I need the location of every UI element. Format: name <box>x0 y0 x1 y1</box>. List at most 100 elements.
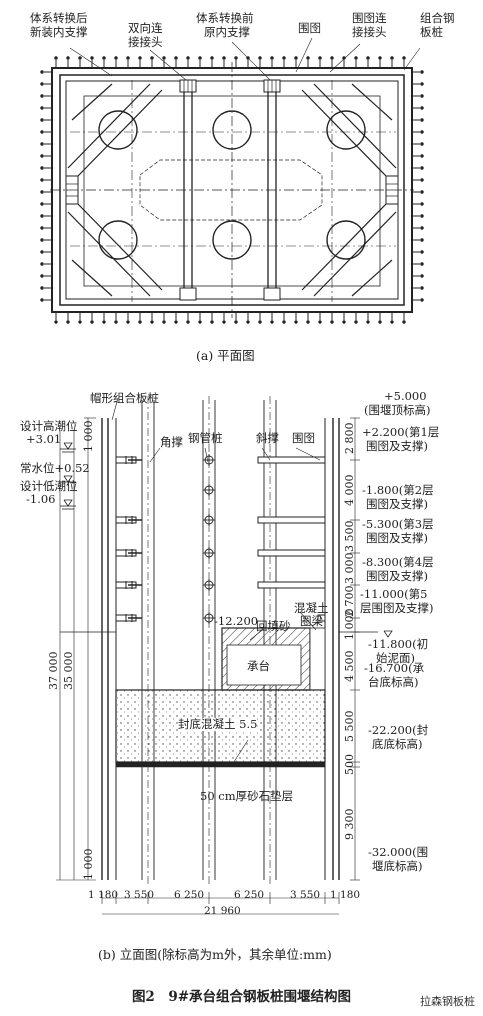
pile-tick-dot <box>102 320 106 324</box>
pile-tick-dot <box>420 202 424 206</box>
pile-tick-dot <box>294 320 298 324</box>
pile-tick-dot <box>420 70 424 74</box>
label-layer5-2: 层围囹及支撑) <box>360 601 434 615</box>
plan-joint-hatch <box>66 80 398 197</box>
pile-tick-dot <box>420 262 424 266</box>
pile-tick-dot <box>40 190 44 194</box>
pile-tick-dot <box>420 190 424 194</box>
pile-tick-dot <box>40 250 44 254</box>
dim-right-10: 9 300 <box>343 808 356 841</box>
pile-tick-dot <box>420 142 424 146</box>
dim-right-1: 2 800 <box>343 422 356 455</box>
pile-tick-dot <box>420 238 424 242</box>
pile-tick-dot <box>378 56 382 60</box>
pile-tick-dot <box>222 320 226 324</box>
pile-tick-dot <box>420 226 424 230</box>
dim-right-3: 3 500 <box>343 520 356 553</box>
pile-tick-dot <box>210 56 214 60</box>
label-elev-waler: 围囹 <box>292 431 315 445</box>
pile-tick-dot <box>390 56 394 60</box>
pile-tick-dot <box>40 202 44 206</box>
pile-tick-dot <box>294 56 298 60</box>
dim-right-2: 4 000 <box>343 474 356 507</box>
pile-tick-dot <box>420 214 424 218</box>
label-cap-sheet: 帽形组合板桩 <box>90 391 159 405</box>
pile-tick-dot <box>66 320 70 324</box>
label-layer1-1: +2.200(第1层 <box>362 425 440 439</box>
pile-tick-dot <box>420 166 424 170</box>
label-waler: 围囹 <box>298 21 321 35</box>
elev-brace-layers <box>115 456 326 622</box>
dim-right-8: 5 500 <box>343 710 356 743</box>
dim-left-2: 37 000 <box>47 651 60 691</box>
pile-tick-dot <box>66 56 70 60</box>
dim-right-4: 3 000 <box>343 552 356 585</box>
label-tide-high-1: 设计高潮位 <box>20 419 78 433</box>
dim-right-6: 1 000 <box>343 608 356 641</box>
label-cof-bottom-1: -32.000(围 <box>368 845 429 859</box>
pile-tick-dot <box>366 56 370 60</box>
pile-tick-dot <box>54 56 58 60</box>
pile-tick-dot <box>318 320 322 324</box>
dim-bottom-1: 1 180 <box>88 889 119 901</box>
pile-tick-dot <box>126 56 130 60</box>
pile-tick-dot <box>174 320 178 324</box>
pile-tick-dot <box>138 320 142 324</box>
label-top-elev-1: +5.000 <box>384 389 427 403</box>
pile-tick-dot <box>318 56 322 60</box>
label-pile-cap: 承台 <box>247 659 270 673</box>
elev-left-dims <box>56 417 96 881</box>
dim-left-4: 1 000 <box>82 848 95 881</box>
pile-tick-dot <box>90 320 94 324</box>
pile-tick-dot <box>40 262 44 266</box>
label-mud-1: -11.800(初 <box>368 637 429 651</box>
label-sheet-pile-2: 板桩 <box>420 25 443 39</box>
label-diag-brace: 斜撑 <box>256 431 279 445</box>
pile-tick-dot <box>40 106 44 110</box>
dim-right-9: 500 <box>343 754 356 775</box>
label-tide-low-1: 设计低潮位 <box>20 479 78 493</box>
dim-bottom-5: 3 550 <box>290 889 321 901</box>
pile-tick-dot <box>40 166 44 170</box>
pile-tick-dot <box>40 298 44 302</box>
dim-total-width: 21 960 <box>204 905 241 917</box>
elevation-caption: (b) 立面图(除标高为m外，其余单位:mm) <box>98 947 332 962</box>
dim-bottom-6: 1 180 <box>330 889 361 901</box>
plan-caption: (a) 平面图 <box>196 348 255 363</box>
label-layer3-2: 围囹及支撑) <box>366 531 428 545</box>
label-waler-joint-1: 围囹连 <box>352 11 387 25</box>
pile-tick-dot <box>354 320 358 324</box>
pile-tick-dot <box>390 320 394 324</box>
pile-tick-dot <box>402 320 406 324</box>
pile-tick-dot <box>420 250 424 254</box>
pile-tick-dot <box>402 56 406 60</box>
pile-tick-dot <box>138 56 142 60</box>
label-layer1-2: 围囹及支撑) <box>366 439 428 453</box>
brace-right-bar <box>257 581 326 589</box>
watermark: 拉森钢板桩 <box>420 995 475 1008</box>
label-corner-brace: 角撑 <box>160 435 183 449</box>
label-cof-bottom-2: 堰底标高) <box>372 859 423 873</box>
pile-tick-dot <box>282 320 286 324</box>
label-layer3-1: -5.300(第3层 <box>362 517 434 531</box>
plan-pier-outline <box>139 159 323 221</box>
dim-bottom-4: 6 250 <box>234 889 265 901</box>
pile-tick-dot <box>40 286 44 290</box>
pile-tick-dot <box>40 70 44 74</box>
pile-tick-dot <box>342 320 346 324</box>
label-cap-bottom-2: 台底标高) <box>368 675 419 689</box>
label-seal-bottom-2: 底底标高) <box>372 737 423 751</box>
pile-tick-dot <box>198 320 202 324</box>
pile-tick-dot <box>420 286 424 290</box>
figure-title: 图2 9#承台组合钢板桩围堰结构图 <box>131 989 352 1005</box>
plan-view <box>40 37 424 324</box>
label-concrete-beam-2: 圈梁 <box>300 614 323 628</box>
elev-leaders <box>111 397 321 766</box>
pile-tick-dot <box>420 274 424 278</box>
pile-tick-dot <box>420 178 424 182</box>
pile-tick-dot <box>186 320 190 324</box>
pile-tick-dot <box>162 320 166 324</box>
pile-tick-dot <box>246 320 250 324</box>
pile-tick-dot <box>40 214 44 218</box>
pile-tick-dot <box>420 106 424 110</box>
